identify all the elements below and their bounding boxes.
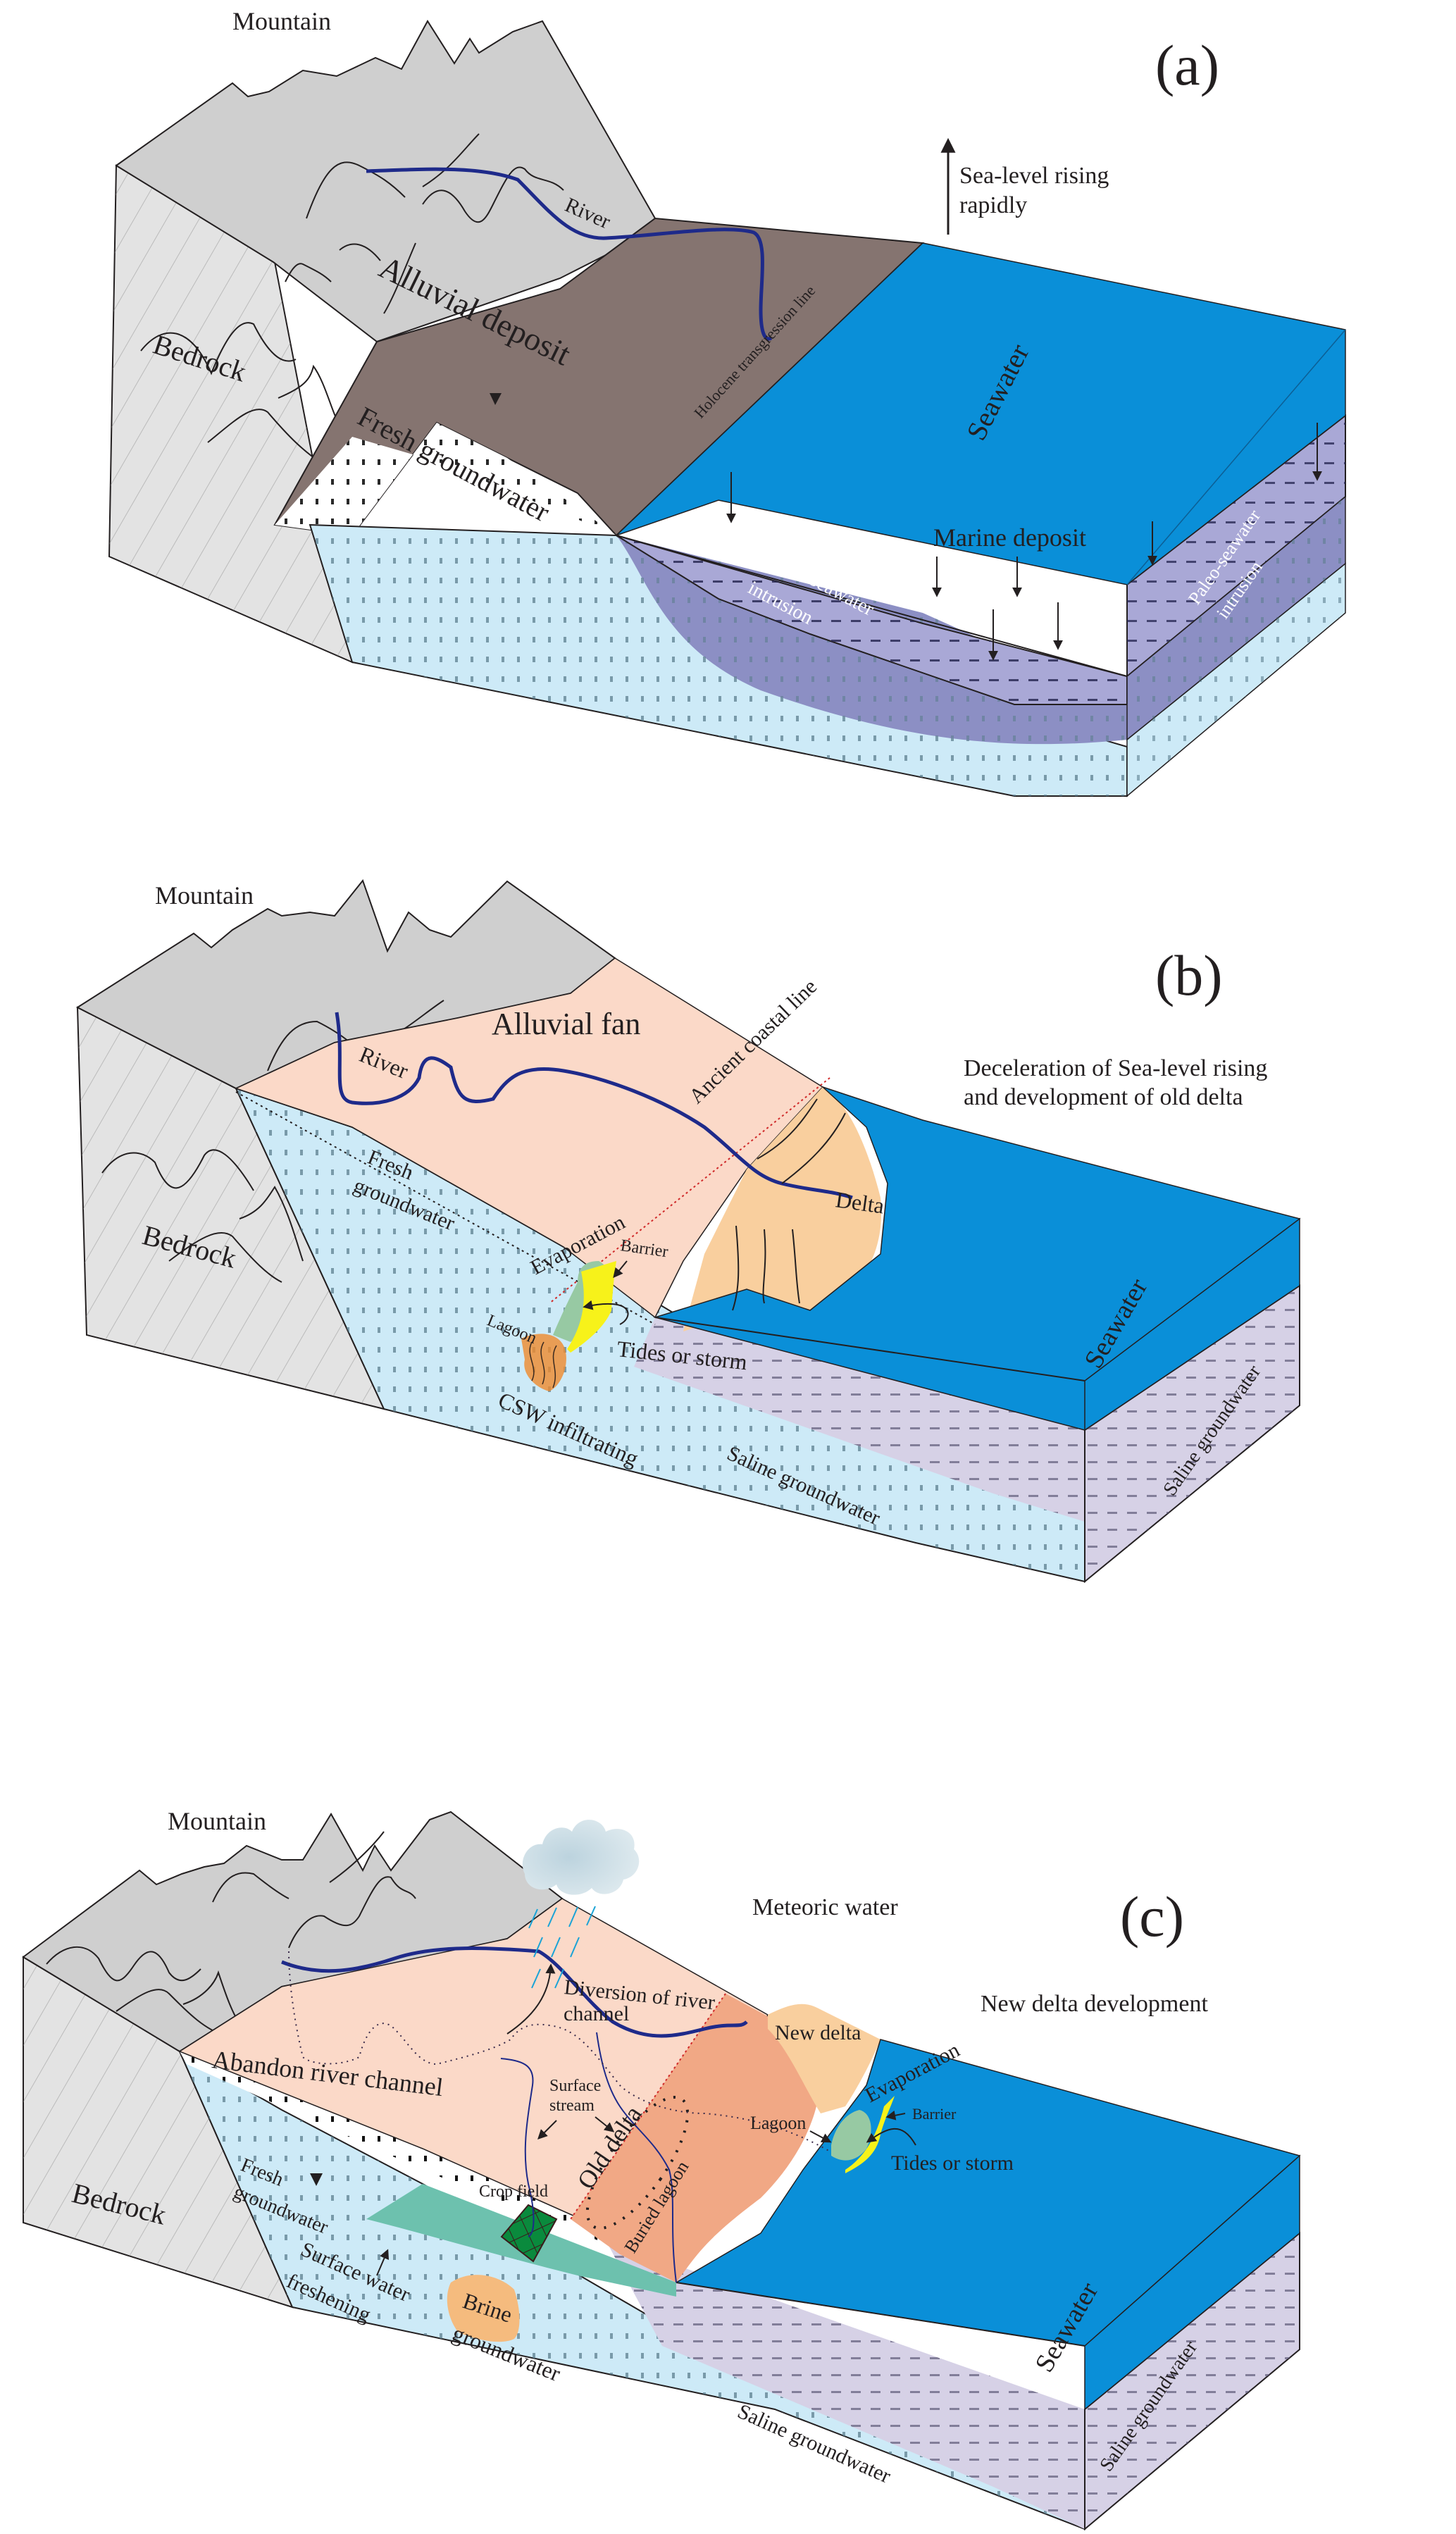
diversion-label-line2: channel bbox=[564, 2002, 629, 2025]
barrier-label-c: Barrier bbox=[912, 2105, 957, 2123]
water-table-triangle-icon bbox=[490, 393, 502, 405]
panel-c: Mountain Meteoric water Diversion of riv… bbox=[22, 1807, 1301, 2531]
barrier-c bbox=[845, 2096, 895, 2173]
crop-field bbox=[500, 2204, 558, 2263]
panel-label-a: (a) bbox=[1155, 33, 1219, 97]
caption-b-line1: Deceleration of Sea-level rising bbox=[964, 1055, 1267, 1081]
rain-icon bbox=[528, 1906, 596, 1989]
caption-c-line1: New delta development bbox=[981, 1991, 1208, 2017]
panel-label-b: (b) bbox=[1155, 943, 1223, 1007]
river-line-c bbox=[281, 1946, 748, 2038]
mountain-label-a: Mountain bbox=[232, 7, 331, 35]
panel-b: Mountain Alluvial fan River Ancient coas… bbox=[75, 878, 1301, 1584]
cloud-icon bbox=[522, 1820, 640, 1895]
caption-a-line2: rapidly bbox=[959, 192, 1027, 218]
abandon-river-channel-path bbox=[288, 1951, 832, 2153]
tides-storm-label-c: Tides or storm bbox=[891, 2151, 1014, 2175]
marine-deposit-label: Marine deposit bbox=[933, 523, 1086, 552]
alluvial-fan-label: Alluvial fan bbox=[492, 1007, 640, 1041]
old-delta-region bbox=[571, 1994, 821, 2283]
delta-region bbox=[683, 1087, 882, 1331]
buried-lagoon-outline bbox=[585, 2096, 690, 2230]
surface-stream-1 bbox=[500, 2058, 535, 2237]
surface-stream-label-2: stream bbox=[549, 2097, 595, 2115]
ancient-coastal-line bbox=[549, 1077, 830, 1304]
lagoon-label-c: Lagoon bbox=[750, 2113, 806, 2133]
mountain-label-c: Mountain bbox=[168, 1807, 266, 1835]
mountain-label-b: Mountain bbox=[155, 881, 254, 909]
caption-a-line1: Sea-level rising bbox=[959, 163, 1109, 189]
panel-a: Mountain River Alluvial deposit Bedrock … bbox=[108, 7, 1346, 797]
caption-b-line2: and development of old delta bbox=[964, 1084, 1243, 1110]
river-line bbox=[366, 167, 773, 341]
crop-field-label: Crop field bbox=[479, 2182, 548, 2201]
new-delta-label: New delta bbox=[775, 2021, 861, 2044]
seawater-surface bbox=[616, 242, 1346, 585]
brine-groundwater-region bbox=[447, 2275, 520, 2342]
surface-stream-2 bbox=[596, 2032, 677, 2283]
water-table-triangle-icon-c bbox=[310, 2173, 323, 2186]
new-delta-region bbox=[768, 2004, 881, 2113]
surface-stream-label-1: Surface bbox=[549, 2077, 601, 2095]
river-line-b bbox=[335, 1012, 853, 1200]
lagoon-c bbox=[831, 2110, 871, 2161]
meteoric-water-label: Meteoric water bbox=[752, 1894, 898, 1920]
panel-label-c: (c) bbox=[1120, 1884, 1184, 1949]
